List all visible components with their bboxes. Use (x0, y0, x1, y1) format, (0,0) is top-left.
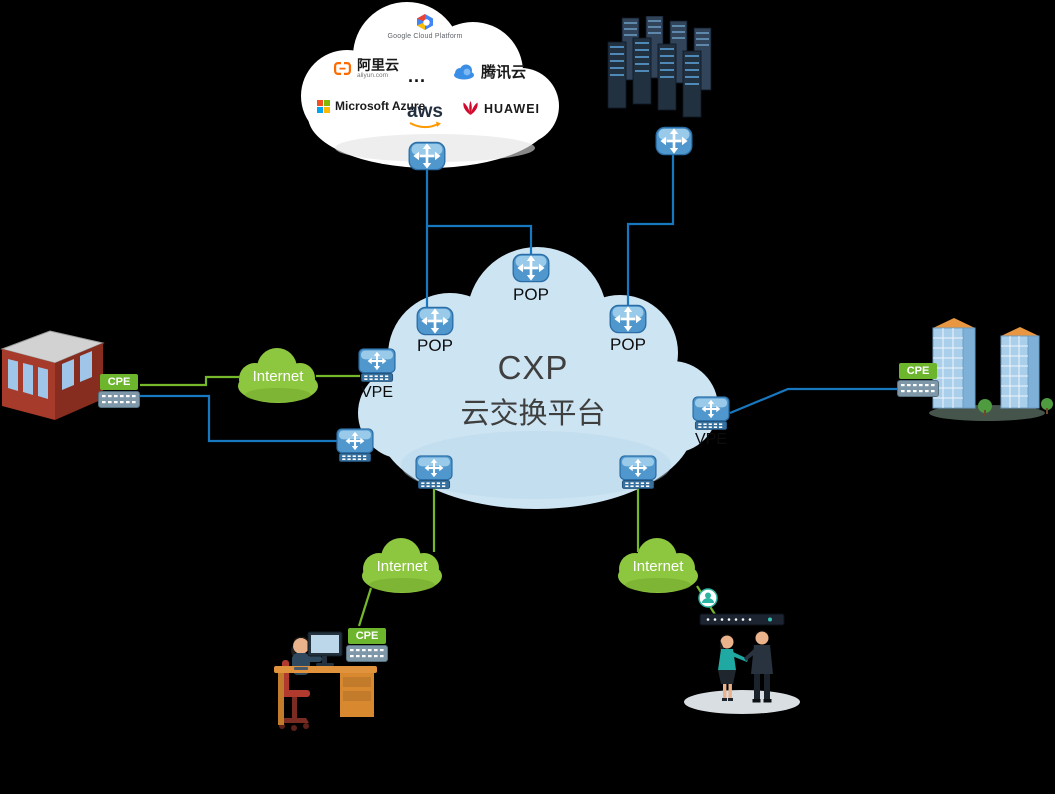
tencent-cloud-icon (454, 64, 474, 79)
link-vpe-right-to-cpe-right (729, 387, 898, 415)
cxp-title-line1: CXP (497, 349, 569, 386)
aws-label: aws (407, 101, 443, 122)
azure-label: Microsoft Azure (335, 99, 426, 113)
aliyun-domain: aliyun.com (357, 71, 389, 79)
cpe-bottom-label: CPE (348, 628, 386, 644)
skyscrapers-icon (929, 318, 1053, 421)
google-cloud-logo: Google Cloud Platform (379, 13, 471, 40)
pop-right-router-icon (609, 304, 647, 334)
huawei-logo: HUAWEI (462, 101, 540, 116)
business-people-illustration (680, 586, 810, 718)
aliyun-label: 阿里云 (357, 57, 399, 73)
edge-switch-bottom-right-icon (619, 455, 657, 489)
link-internet-bottom-left-to-cpe-bottom (357, 587, 373, 627)
provider-cloud-shape (301, 2, 559, 168)
office-building-icon (0, 330, 105, 420)
internet-cloud-bottom-left: Internet (352, 536, 452, 596)
aliyun-logo: 阿里云 aliyun.com (333, 58, 399, 80)
datacenter-illustration (600, 16, 720, 138)
cxp-cloud-shape (358, 247, 718, 509)
huawei-label: HUAWEI (484, 101, 540, 116)
link-cpe-left-to-internet-left (140, 375, 240, 387)
pop-left-label: POP (417, 336, 453, 355)
microsoft-icon (317, 99, 330, 113)
cxp-cloud (350, 243, 720, 515)
internet-cloud-bottom-right: Internet (608, 536, 708, 596)
office-building-illustration (0, 315, 105, 423)
edge-switch-left-icon (336, 428, 374, 462)
pop-top-router-icon (512, 253, 550, 283)
azure-logo: Microsoft Azure (317, 99, 425, 113)
pop-right-label: POP (610, 335, 646, 354)
campus-buildings-illustration (925, 310, 1055, 422)
datacenter-router-icon (655, 126, 693, 156)
google-cloud-icon (417, 14, 433, 30)
link-datacenter-to-pop-right (626, 152, 675, 306)
cxp-title-line2: 云交换平台 (460, 398, 606, 430)
cpe-bottom-device-icon (346, 645, 388, 662)
vpe-right-switch-icon (692, 396, 730, 430)
cpe-left-label: CPE (100, 374, 138, 390)
internet-cloud-bottom-right-shape (618, 538, 698, 593)
tencent-cloud-label: 腾讯云 (481, 64, 527, 81)
link-cpe-left-to-edge-switch (140, 394, 340, 443)
huawei-icon (463, 101, 478, 115)
internet-cloud-bottom-left-shape (362, 538, 442, 593)
vpe-left-label: VPE (360, 384, 393, 401)
server-racks-icon (607, 16, 712, 118)
cxp-title: CXP 云交换平台 (423, 349, 643, 432)
link-provider-to-pop-top (427, 224, 533, 258)
people-handshake-icon (684, 588, 800, 714)
person-at-desk-icon (274, 631, 377, 731)
google-cloud-label: Google Cloud Platform (387, 33, 463, 40)
cpe-left-device-icon (98, 391, 140, 408)
pop-left-router-icon (416, 306, 454, 336)
aws-smile-icon (409, 121, 441, 129)
aliyun-icon (334, 62, 351, 76)
vpe-left-switch-icon (358, 348, 396, 382)
internet-cloud-left-shape (238, 348, 318, 403)
edge-switch-bottom-left-icon (415, 455, 453, 489)
aws-logo: aws (402, 102, 448, 130)
home-office-illustration (268, 610, 383, 735)
internet-left-label: Internet (252, 368, 304, 386)
internet-bottom-left-label: Internet (376, 558, 428, 576)
vpe-right-label: VPE (694, 431, 727, 448)
provider-edge-router-icon (408, 141, 446, 171)
provider-cloud (285, 0, 570, 175)
pop-top-label: POP (513, 285, 549, 304)
cpe-right-label: CPE (899, 363, 937, 379)
cpe-right-device-icon (897, 380, 939, 397)
tencent-cloud-logo: 腾讯云 (452, 61, 526, 82)
providers-ellipsis: ... (408, 66, 427, 86)
internet-bottom-right-label: Internet (632, 558, 684, 576)
internet-cloud-left: Internet (228, 346, 328, 406)
